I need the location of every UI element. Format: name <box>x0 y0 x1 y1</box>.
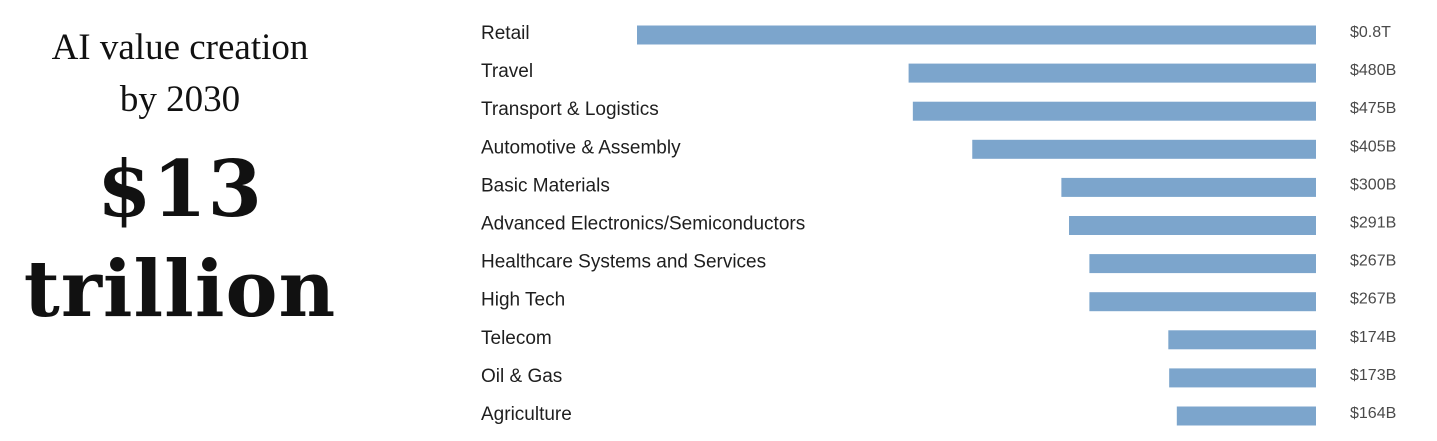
bar <box>1089 254 1316 274</box>
value-label: $300B <box>1350 176 1396 193</box>
value-label: $173B <box>1350 367 1396 384</box>
value-label: $405B <box>1350 138 1396 155</box>
headline-line-1: AI value creation <box>51 27 309 68</box>
value-label: $480B <box>1350 62 1396 79</box>
value-label: $267B <box>1350 253 1396 270</box>
value-label: $475B <box>1350 100 1396 117</box>
category-label: Healthcare Systems and Services <box>481 252 766 273</box>
category-label: Oil & Gas <box>481 366 562 387</box>
value-label: $174B <box>1350 329 1396 346</box>
value-label: $291B <box>1350 215 1396 232</box>
bar <box>1169 368 1316 388</box>
bar <box>1176 406 1316 426</box>
bar <box>912 101 1316 121</box>
bar <box>972 139 1316 159</box>
bar <box>1168 330 1316 350</box>
bar <box>908 63 1316 83</box>
value-label: $267B <box>1350 291 1396 308</box>
category-label: Advanced Electronics/Semiconductors <box>481 214 805 235</box>
category-label: Travel <box>481 61 533 82</box>
headline-unit: trillion <box>23 244 337 335</box>
category-label: Transport & Logistics <box>481 99 659 120</box>
category-label: Basic Materials <box>481 175 610 196</box>
bar <box>1069 216 1316 235</box>
value-label: $0.8T <box>1350 24 1391 41</box>
category-label: High Tech <box>481 290 565 311</box>
bar <box>1061 177 1316 197</box>
bar <box>1089 292 1316 312</box>
category-label: Retail <box>481 23 530 44</box>
headline-line-2: by 2030 <box>119 79 241 120</box>
category-label: Automotive & Assembly <box>481 137 681 158</box>
value-label: $164B <box>1350 405 1396 422</box>
headline: AI value creation by 2030 $13 trillion <box>0 22 360 340</box>
bar <box>637 25 1316 45</box>
category-label: Agriculture <box>481 404 572 425</box>
headline-amount: $13 <box>97 144 263 235</box>
category-label: Telecom <box>481 328 552 349</box>
